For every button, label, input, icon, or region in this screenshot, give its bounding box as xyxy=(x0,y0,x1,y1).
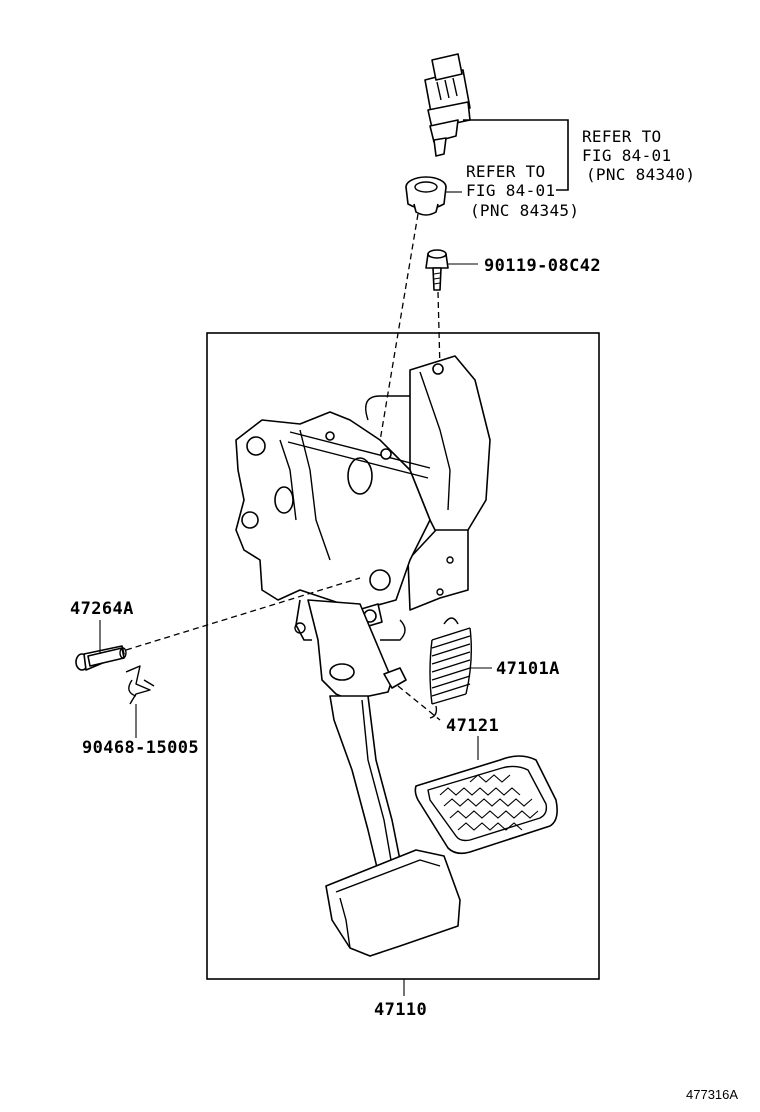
refer-bushing-line3: (PNC 84345) xyxy=(470,201,579,220)
pin-centerline xyxy=(125,577,361,651)
stop-lamp-bushing[interactable] xyxy=(405,176,447,216)
refer-bushing-line1: REFER TO xyxy=(466,162,545,181)
refer-switch-line2: FIG 84-01 xyxy=(582,146,671,165)
refer-switch-line1: REFER TO xyxy=(582,127,661,146)
pedal-bracket[interactable] xyxy=(235,355,491,641)
switch-refer-leader xyxy=(463,119,569,191)
bolt-part-number: 90119-08C42 xyxy=(484,256,601,276)
return-spring[interactable] xyxy=(429,617,473,719)
pedal-pad[interactable] xyxy=(325,849,461,957)
cushion-part-number: 47121 xyxy=(446,716,499,736)
pedal-pad-cushion[interactable] xyxy=(414,755,558,855)
bolt[interactable] xyxy=(425,249,449,291)
refer-bushing-line2: FIG 84-01 xyxy=(466,181,555,200)
bolt-centerline xyxy=(437,291,441,371)
clevis-pin[interactable] xyxy=(75,645,127,671)
figure-code: 477316A xyxy=(686,1087,738,1102)
pedal-arm[interactable] xyxy=(307,599,407,881)
refer-switch-line3: (PNC 84340) xyxy=(586,165,695,184)
clip-part-number: 90468-15005 xyxy=(82,738,199,758)
spring-part-number: 47101A xyxy=(496,659,560,679)
stop-lamp-switch[interactable] xyxy=(424,53,471,157)
cushion-dashed xyxy=(397,685,441,721)
assembly-frame xyxy=(206,332,600,980)
clip[interactable] xyxy=(125,665,155,705)
pin-part-number: 47264A xyxy=(70,599,134,619)
assembly-part-number: 47110 xyxy=(374,1000,427,1020)
